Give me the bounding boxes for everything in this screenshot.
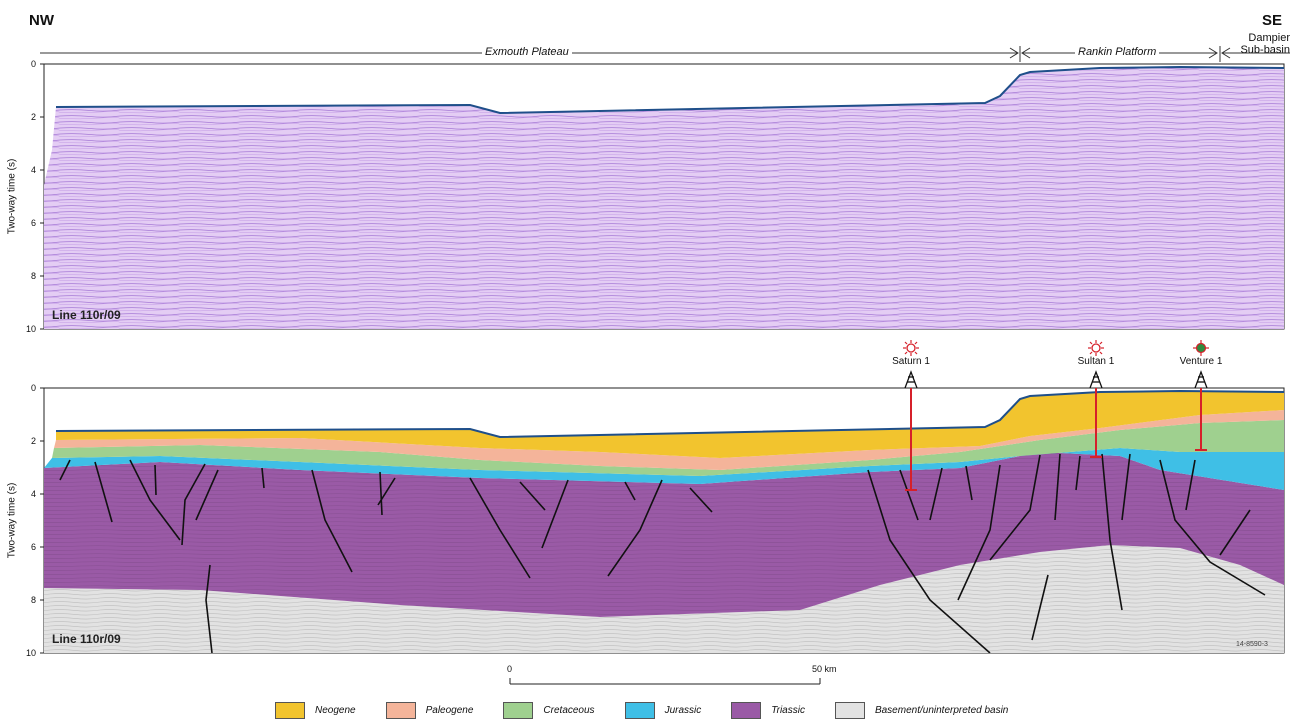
well-saturn-1 <box>903 340 919 491</box>
legend-swatch <box>275 702 305 719</box>
sultan-1-label: Sultan 1 <box>1077 356 1115 367</box>
bottom-line-label: Line 110r/09 <box>52 632 121 646</box>
legend-label: Paleogene <box>425 705 474 716</box>
top-tick-6: 6 <box>30 218 36 228</box>
legend-item-triassic: Triassic <box>731 702 805 719</box>
legend-item-paleogene: Paleogene <box>385 702 474 719</box>
bottom-y-axis-label: Two-way time (s) <box>6 482 18 559</box>
bottom-tick-2: 2 <box>30 436 36 446</box>
scale-bar <box>509 678 821 685</box>
basement-layer <box>44 545 1284 653</box>
bottom-tick-8: 8 <box>30 595 36 605</box>
oil-gas-show-icon <box>1193 340 1209 356</box>
saturn-1-label: Saturn 1 <box>892 356 930 367</box>
neogene-layer <box>56 391 1284 458</box>
derrick-icon <box>1089 370 1103 389</box>
se-label: SE <box>1262 12 1283 29</box>
legend-label: Jurassic <box>664 705 702 716</box>
top-seismic-panel <box>43 63 1285 330</box>
rankin-platform-label: Rankin Platform <box>1075 46 1160 58</box>
legend-label: Neogene <box>315 705 356 716</box>
legend-label: Cretaceous <box>543 705 595 716</box>
legend-item-jurassic: Jurassic <box>624 702 702 719</box>
legend-swatch <box>834 702 865 719</box>
seismic-reflections <box>44 67 1284 329</box>
gas-show-icon <box>1088 340 1104 356</box>
well-sultan-1 <box>1088 340 1104 458</box>
top-line-label: Line 110r/09 <box>52 308 121 322</box>
legend-item-neogene: Neogene <box>275 702 356 719</box>
nw-label: NW <box>29 12 54 29</box>
top-tick-2: 2 <box>30 112 36 122</box>
bottom-tick-10: 10 <box>25 648 36 658</box>
legend: Neogene Paleogene Cretaceous Jurassic Tr… <box>275 702 1008 719</box>
top-y-axis-label: Two-way time (s) <box>6 158 18 235</box>
derrick-icon <box>904 370 918 389</box>
top-axis-ticks <box>40 63 44 330</box>
top-tick-4: 4 <box>30 165 36 175</box>
cretaceous-layer <box>52 420 1284 476</box>
scale-end-label: 50 km <box>812 664 837 674</box>
legend-label: Triassic <box>771 705 805 716</box>
exmouth-plateau-label: Exmouth Plateau <box>482 46 572 58</box>
bottom-seafloor-line <box>55 389 1285 439</box>
bottom-tick-6: 6 <box>30 542 36 552</box>
figure-id: 14-8590-3 <box>1236 641 1268 648</box>
bottom-interpretation-panel <box>43 340 1285 654</box>
scale-start-label: 0 <box>507 664 513 674</box>
venture-1-label: Venture 1 <box>1179 356 1223 367</box>
legend-item-cretaceous: Cretaceous <box>503 702 595 719</box>
top-seafloor-line <box>55 65 1285 115</box>
legend-label: Basement/uninterpreted basin <box>874 705 1009 716</box>
bottom-tick-4: 4 <box>30 489 36 499</box>
legend-item-basement: Basement/uninterpreted basin <box>834 702 1009 719</box>
faults <box>59 453 1266 654</box>
legend-swatch <box>503 702 534 719</box>
legend-swatch <box>624 702 655 719</box>
paleogene-layer <box>54 410 1284 470</box>
dampier-text: Dampier <box>1248 32 1290 44</box>
top-tick-0: 0 <box>30 59 36 69</box>
gas-show-icon <box>903 340 919 356</box>
top-tick-8: 8 <box>30 271 36 281</box>
bottom-tick-0: 0 <box>30 383 36 393</box>
jurassic-layer <box>44 448 1284 490</box>
legend-swatch <box>385 702 416 719</box>
derrick-icon <box>1194 370 1208 389</box>
bottom-axis-ticks <box>40 387 44 654</box>
top-tick-10: 10 <box>25 324 36 334</box>
well-venture-1 <box>1193 340 1209 451</box>
legend-swatch <box>731 702 762 719</box>
